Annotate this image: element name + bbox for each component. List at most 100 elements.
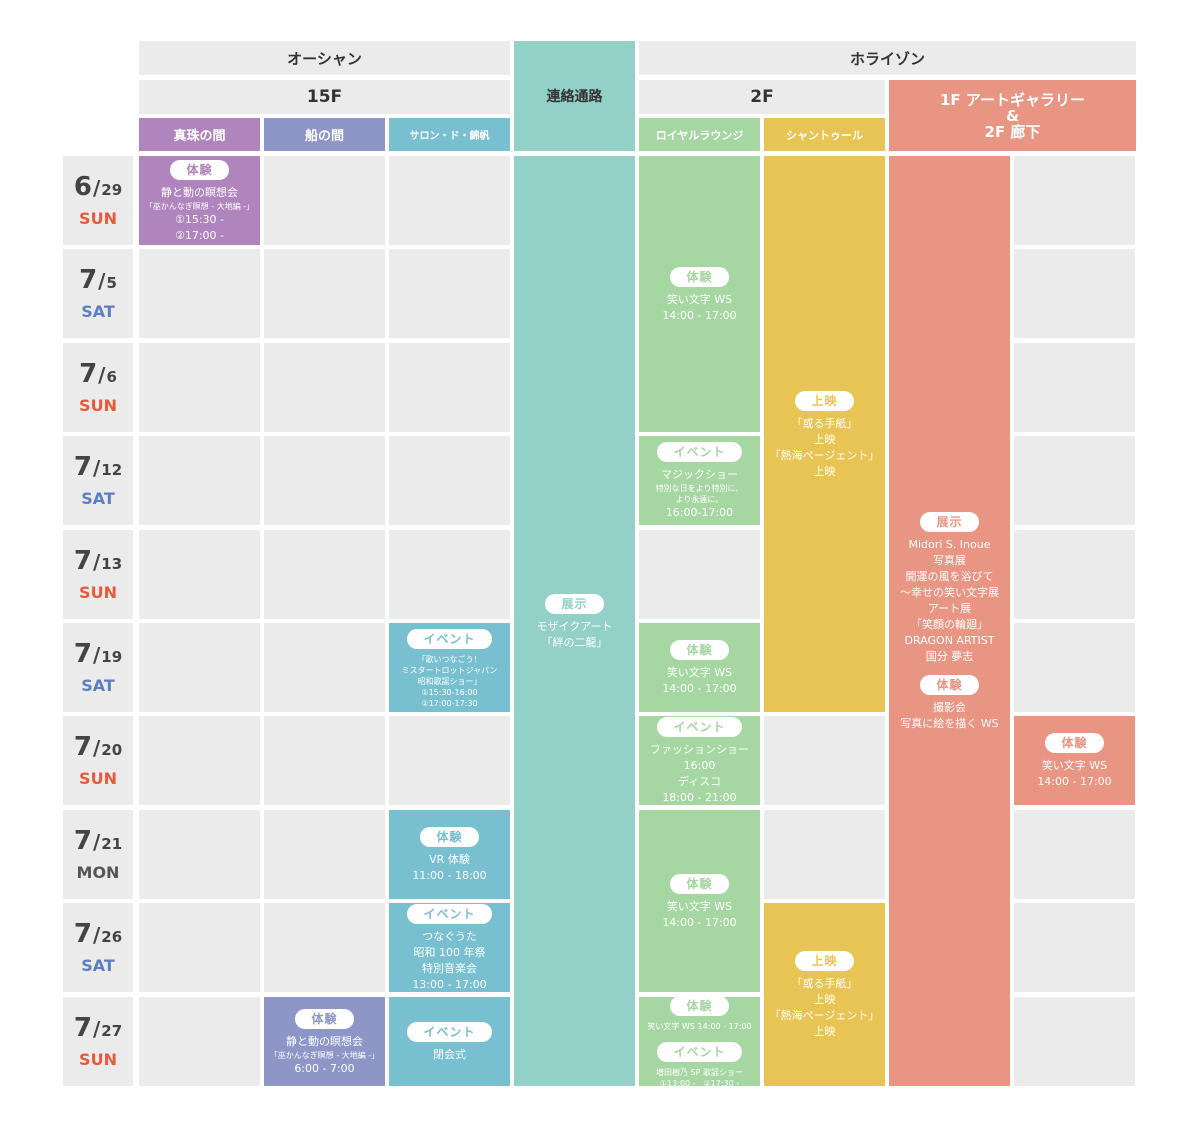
event-text-line: つなぐうた	[422, 930, 477, 943]
empty-slot	[1014, 810, 1135, 899]
event-text-line: 写真に絵を描く WS	[900, 717, 999, 730]
event-text-line: ①15:30-16:00	[421, 687, 478, 697]
event-type-badge: 体験	[170, 159, 229, 180]
room-header-shinju: 真珠の間	[139, 118, 260, 151]
date-month: 7	[73, 546, 92, 576]
event-text-line: 「熱海ページェント」	[769, 1009, 880, 1022]
event-text-line: 静と動の瞑想会	[286, 1034, 363, 1048]
event-text-line: 「絆の二龍」	[541, 635, 608, 649]
event-text-line: 〜幸せの笑い文字展	[900, 586, 999, 599]
empty-slot	[139, 716, 260, 805]
day-of-week: MON	[76, 863, 120, 882]
empty-slot	[389, 343, 510, 432]
date-month: 7	[79, 359, 98, 389]
event-block[interactable]: 体験静と動の瞑想会「巫かんなぎ瞑想 - 大地編 -」①15:30 -②17:00…	[139, 156, 260, 245]
event-text-line: モザイクアート	[536, 619, 613, 633]
header-corridor: 連絡通路	[514, 41, 635, 151]
date-label: 7/13	[74, 546, 122, 579]
event-text-line: 笑い文字 WS	[666, 292, 733, 306]
date-day: 6	[106, 368, 117, 386]
event-text-line: 笑い文字 WS 14:00 - 17:00	[647, 1022, 752, 1031]
room-header-fune: 船の間	[264, 118, 385, 151]
empty-slot	[389, 530, 510, 619]
event-text-line: Midori S. Inoue	[908, 538, 991, 551]
event-text-line: VR 体験	[429, 853, 470, 866]
day-of-week: SUN	[79, 1050, 117, 1069]
event-text-line: 「歌いつなごう！	[417, 654, 482, 664]
empty-slot	[264, 810, 385, 899]
event-text-line: ①15:30 -	[174, 212, 225, 226]
day-of-week: SAT	[81, 956, 115, 975]
event-text-line: より永遠に。	[675, 495, 724, 504]
event-block[interactable]: イベント「歌いつなごう！ミスタートロットジャパン昭和歌謡ショー」①15:30-1…	[389, 623, 510, 712]
date-slash: /	[92, 830, 101, 854]
event-text-line: 14:00 - 17:00	[662, 915, 737, 929]
event-text-line: 「熱海ページェント」	[769, 448, 880, 462]
event-type-badge: 上映	[795, 390, 854, 411]
event-text-line: 11:00 - 18:00	[412, 869, 487, 882]
event-text-line: 笑い文字 WS	[666, 666, 733, 679]
empty-slot	[264, 249, 385, 338]
event-text-line: 上映	[813, 432, 836, 446]
event-text-line: ①13:00 - ②17:30 -	[659, 1079, 740, 1086]
date-slash: /	[92, 1017, 101, 1041]
event-text-line: DRAGON ARTIST	[904, 634, 995, 647]
event-block[interactable]: イベントマジックショー特別な日をより特別に、より永遠に。16:00-17:00	[639, 436, 760, 525]
event-text-line: ミスタートロットジャパン	[401, 665, 498, 675]
event-text-line: 笑い文字 WS	[1041, 759, 1108, 772]
event-block[interactable]: 上映「或る手紙」上映 「熱海ページェント」上映	[764, 903, 885, 1086]
event-type-badge: イベント	[657, 717, 742, 737]
event-type-badge: イベント	[407, 1022, 492, 1042]
event-block[interactable]: 展示モザイクアート「絆の二龍」	[514, 156, 635, 1086]
empty-slot	[1014, 997, 1135, 1086]
empty-slot	[264, 156, 385, 245]
event-text-line: 開運の風を浴びて	[905, 570, 994, 583]
date-month: 7	[73, 732, 92, 762]
date-month: 7	[79, 265, 98, 295]
event-text-line: 笑い文字 WS	[666, 899, 733, 913]
header-horizon: ホライゾン	[639, 41, 1136, 75]
event-text-line: 昭和 100 年祭	[413, 946, 486, 959]
date-month: 7	[73, 452, 92, 482]
event-text-line: 14:00 - 17:00	[1037, 775, 1112, 788]
day-of-week: SAT	[81, 489, 115, 508]
event-block[interactable]: 体験静と動の瞑想会「巫かんなぎ瞑想 - 大地編 -」6:00 - 7:00	[264, 997, 385, 1086]
event-text-line: 6:00 - 7:00	[294, 1061, 355, 1075]
event-text-line: 18:00 - 21:00	[662, 791, 737, 804]
event-block[interactable]: イベント閉会式	[389, 997, 510, 1086]
empty-slot	[139, 903, 260, 992]
date-slash: /	[92, 550, 101, 574]
day-of-week: SUN	[79, 583, 117, 602]
event-block[interactable]: 上映「或る手紙」上映 「熱海ページェント」上映	[764, 156, 885, 712]
date-slash: /	[92, 643, 101, 667]
date-day: 29	[101, 181, 123, 199]
date-label: 6/29	[74, 172, 122, 205]
header-floor-15f: 15F	[139, 80, 510, 114]
event-text-line: 特別音楽会	[422, 962, 477, 975]
empty-slot	[139, 530, 260, 619]
date-label: 7/21	[74, 826, 122, 859]
empty-slot	[1014, 156, 1135, 245]
room-header-chantour: シャントゥール	[764, 118, 885, 151]
date-label: 7/12	[74, 452, 122, 485]
empty-slot	[1014, 436, 1135, 525]
empty-slot	[1014, 903, 1135, 992]
empty-slot	[389, 156, 510, 245]
event-text-line: ②17:00-17:30	[421, 698, 478, 708]
event-type-badge: 体験	[295, 1008, 354, 1029]
